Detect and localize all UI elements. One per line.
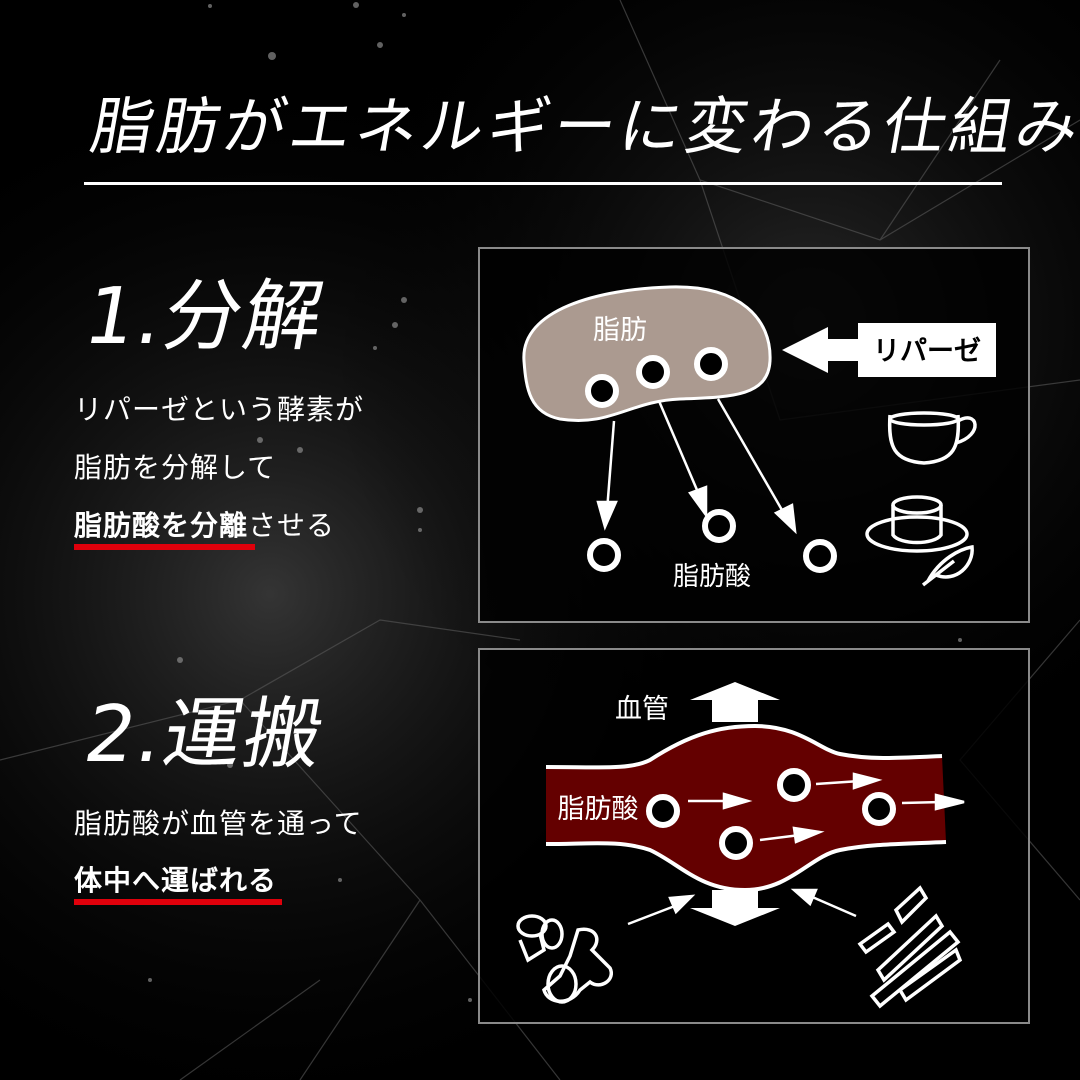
lipase-arrow [782, 327, 860, 373]
transport-diagram: 血管 脂肪酸 [516, 682, 965, 1009]
fat-blob [522, 285, 772, 422]
bone-joint-icon [516, 914, 614, 1004]
breakdown-diagram: 脂肪 脂肪酸 リパーゼ [522, 285, 996, 592]
step1-line-3: 脂肪酸を分離させる [74, 497, 335, 555]
title-divider [84, 182, 1002, 185]
step1-heading: 1.分解 [78, 272, 333, 362]
vessel-expand-up-arrow [690, 682, 780, 722]
free-fatty-acids [587, 509, 837, 573]
moving-fatty-acids [646, 768, 896, 860]
step1-line-1: リパーゼという酵素が [74, 393, 365, 426]
coffee-cup-icon [887, 411, 977, 465]
step2-red-underline [74, 899, 282, 905]
muscle-fiber-icon [857, 885, 963, 1009]
step1-red-underline [74, 544, 255, 550]
vessel-label: 血管 [615, 694, 669, 725]
page-title: 脂肪がエネルギーに変わる仕組み [85, 90, 1080, 163]
step1-highlight: 脂肪酸を分離 [74, 509, 249, 542]
fatty-acid-label: 脂肪酸 [673, 562, 751, 592]
step2-highlight: 体中へ運ばれる [74, 864, 278, 897]
lipase-label: リパーゼ [873, 336, 981, 367]
step1-highlight-suffix: させる [248, 509, 336, 542]
transport-diagram-panel: 血管 脂肪酸 [478, 648, 1030, 1024]
breakdown-arrows [596, 398, 797, 535]
leaf-icon [921, 544, 974, 587]
fat-label: 脂肪 [593, 315, 647, 346]
flow-arrows [627, 772, 965, 926]
step1-line-2: 脂肪を分解して [74, 451, 277, 484]
step2-heading: 2.運搬 [78, 690, 333, 780]
blood-vessel [546, 726, 946, 890]
breakdown-diagram-panel: 脂肪 脂肪酸 リパーゼ [478, 247, 1030, 623]
step2-line-1: 脂肪酸が血管を通って [74, 807, 363, 840]
step2-line-2: 体中へ運ばれる [74, 852, 277, 910]
tea-cup-saucer-icon [865, 495, 969, 553]
vessel-expand-down-arrow [690, 890, 780, 926]
transport-fatty-acid-label: 脂肪酸 [558, 794, 639, 825]
fat-molecules [585, 347, 728, 408]
lipase-label-box [858, 323, 996, 377]
